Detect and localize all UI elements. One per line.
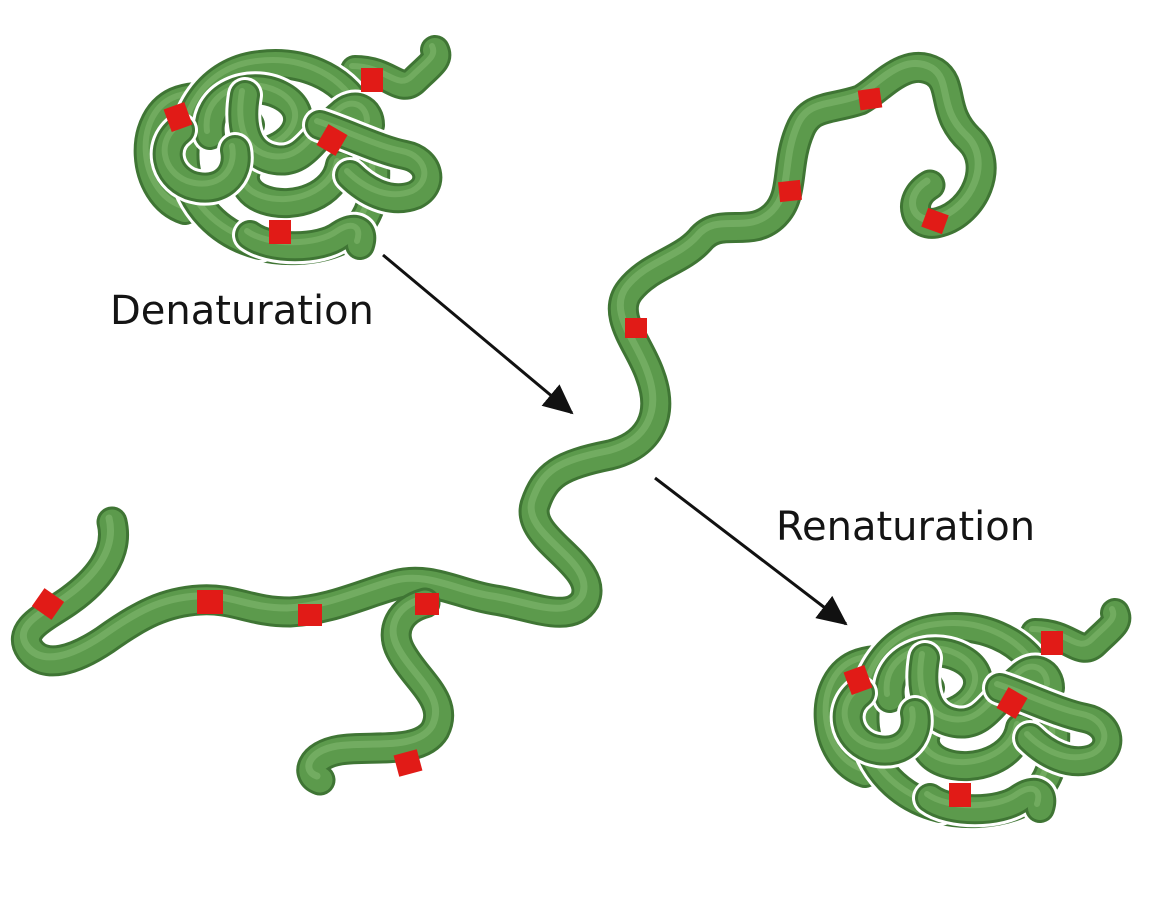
marker [163, 101, 193, 133]
marker [415, 593, 439, 615]
strand-highlight [244, 222, 362, 246]
strand-highlight [917, 651, 1050, 723]
unfolded-branch-strand [296, 587, 455, 796]
marker [625, 318, 647, 338]
strand-highlight [161, 123, 236, 187]
folded-protein-native [130, 32, 455, 269]
denaturation-label: Denaturation [110, 288, 374, 334]
marker [996, 687, 1028, 719]
renaturation-label: Renaturation [776, 504, 1036, 550]
marker [269, 220, 291, 244]
marker [361, 68, 383, 92]
marker [921, 207, 949, 235]
marker [949, 783, 971, 807]
folded-protein-renatured [810, 595, 1135, 832]
unfolded-chain [11, 52, 997, 796]
marker [393, 749, 423, 777]
marker [778, 179, 802, 203]
strand-highlight [237, 88, 370, 160]
marker [857, 87, 883, 111]
strand-highlight [994, 681, 1108, 761]
marker [843, 664, 873, 696]
strand-highlight [841, 686, 916, 750]
renaturation-arrow [654, 476, 848, 626]
strand-highlight [924, 785, 1042, 809]
unfolded-main-strand [11, 52, 997, 677]
marker [316, 124, 348, 156]
strand-highlight [314, 118, 428, 198]
marker [1041, 631, 1063, 655]
marker [197, 590, 223, 614]
marker [31, 588, 65, 620]
marker [298, 604, 322, 626]
denaturation-arrow [382, 253, 574, 415]
